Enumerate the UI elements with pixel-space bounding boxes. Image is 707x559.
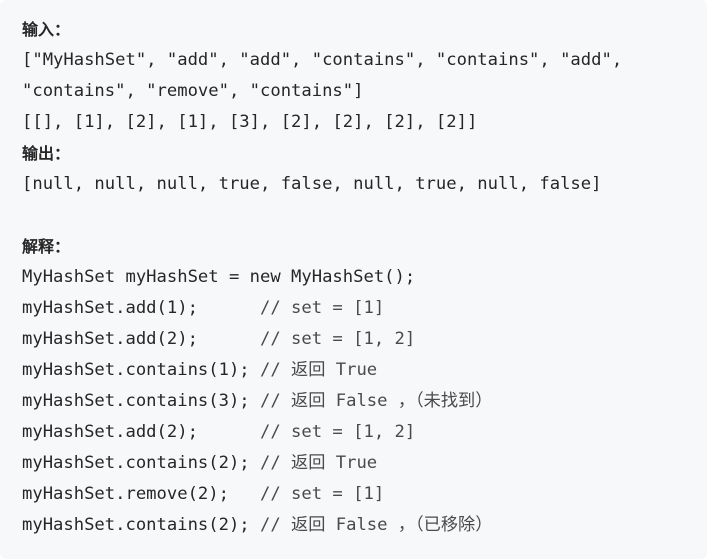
output-heading: 输出： [22, 144, 71, 163]
input-arguments: [[], [1], [2], [1], [3], [2], [2], [2], … [22, 112, 478, 132]
code-text: myHashSet.add(1); [22, 298, 260, 318]
code-comment: // set = [1, 2] [260, 329, 416, 349]
code-text: myHashSet.contains(2); [22, 453, 260, 473]
blank-line [22, 200, 707, 231]
explanation-heading: 解释： [22, 237, 71, 256]
output-values: [null, null, null, true, false, null, tr… [22, 174, 602, 194]
code-comment: // set = [1] [260, 484, 385, 504]
code-comment: // 返回 False ，（已移除） [260, 515, 493, 535]
explanation-line: MyHashSet myHashSet = new MyHashSet(); [22, 262, 707, 293]
explanation-line: myHashSet.contains(3); // 返回 False ，（未找到… [22, 386, 707, 417]
explanation-line: myHashSet.contains(2); // 返回 False ，（已移除… [22, 510, 707, 541]
code-text: myHashSet.remove(2); [22, 484, 260, 504]
code-comment: // 返回 True [260, 360, 378, 380]
code-comment: // 返回 True [260, 453, 378, 473]
code-comment: // 返回 False ，（未找到） [260, 391, 493, 411]
code-text: MyHashSet myHashSet = new MyHashSet(); [22, 267, 416, 287]
explanation-line: myHashSet.add(1); // set = [1] [22, 293, 707, 324]
code-comment: // set = [1, 2] [260, 422, 416, 442]
input-operations-line-1: ["MyHashSet", "add", "add", "contains", … [22, 50, 623, 70]
explanation-line: myHashSet.contains(1); // 返回 True [22, 355, 707, 386]
input-operations-line-2: "contains", "remove", "contains"] [22, 81, 364, 101]
code-text: myHashSet.add(2); [22, 422, 260, 442]
explanation-line: myHashSet.add(2); // set = [1, 2] [22, 417, 707, 448]
code-text: myHashSet.contains(2); [22, 515, 260, 535]
explanation-line: myHashSet.remove(2); // set = [1] [22, 479, 707, 510]
code-text: myHashSet.contains(3); [22, 391, 260, 411]
code-comment: // set = [1] [260, 298, 385, 318]
code-text: myHashSet.add(2); [22, 329, 260, 349]
explanation-line: myHashSet.contains(2); // 返回 True [22, 448, 707, 479]
code-text: myHashSet.contains(1); [22, 360, 260, 380]
explanation-line: myHashSet.add(2); // set = [1, 2] [22, 324, 707, 355]
input-heading: 输入： [22, 20, 71, 39]
